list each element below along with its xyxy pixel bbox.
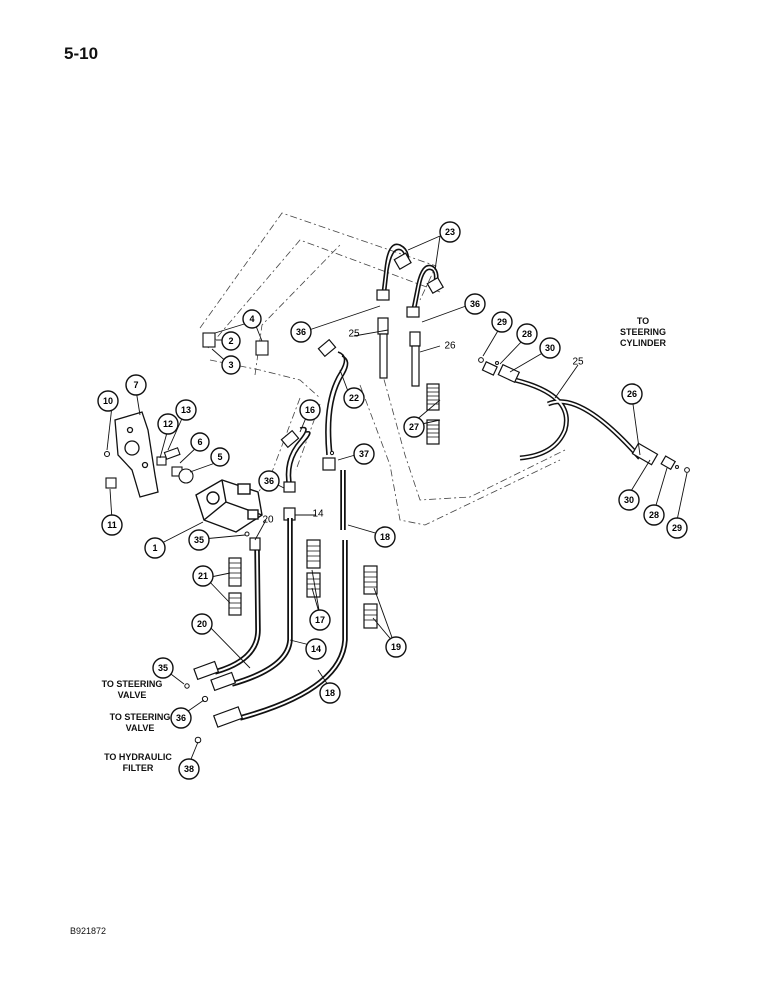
note-line: STEERING [619, 327, 666, 337]
callout-5: 5 [217, 452, 222, 462]
bracket-7 [114, 411, 159, 498]
note-line: TO HYDRAULIC [104, 752, 172, 762]
callout-28: 28 [649, 510, 659, 520]
note-line: VALVE [125, 723, 155, 733]
callout-36: 36 [264, 476, 274, 486]
hose-pieces-25-26 [377, 317, 421, 387]
callout-labels: 23 36 36 29 28 30 4 2 3 25 26 25 26 7 10… [103, 227, 682, 774]
callout-13: 13 [181, 405, 191, 415]
callout-1: 1 [152, 543, 157, 553]
callout-35: 35 [194, 535, 204, 545]
sleeves-27-hatching [427, 387, 439, 438]
callout-28: 28 [522, 329, 532, 339]
callout-bubbles [97, 221, 688, 780]
callout-37: 37 [359, 449, 369, 459]
label-14: 14 [312, 509, 324, 520]
note-to-hydraulic-filter: TO HYDRAULIC FILTER [90, 752, 186, 774]
note-line: CYLINDER [619, 338, 666, 348]
label-25: 25 [348, 329, 360, 340]
callout-36: 36 [470, 299, 480, 309]
callout-26: 26 [627, 389, 637, 399]
callout-29: 29 [672, 523, 682, 533]
tube-fittings-middle [280, 338, 337, 521]
callout-27: 27 [409, 422, 419, 432]
bracket-hardware [103, 447, 194, 489]
note-to-steering-valve: TO STEERING VALVE [84, 679, 180, 701]
figure-code: B921872 [70, 926, 107, 936]
callout-30: 30 [545, 343, 555, 353]
label-26: 26 [444, 341, 456, 352]
callout-20: 20 [197, 619, 207, 629]
callout-11: 11 [107, 520, 117, 530]
cylinder-hoses-inner [514, 379, 641, 459]
note-line: TO [636, 316, 650, 326]
callout-12: 12 [163, 419, 173, 429]
frame-fittings [202, 332, 269, 356]
cylinder-hoses [514, 377, 642, 461]
callout-22: 22 [349, 393, 359, 403]
callout-7: 7 [133, 380, 138, 390]
note-line: VALVE [117, 690, 147, 700]
callout-21: 21 [198, 571, 208, 581]
label-25: 25 [572, 357, 584, 368]
callout-38: 38 [184, 764, 194, 774]
note-line: TO STEERING [109, 712, 171, 722]
tube-fittings-top [376, 252, 445, 318]
callout-14: 14 [311, 644, 321, 654]
callout-36: 36 [176, 713, 186, 723]
steel-tubes-23 [381, 243, 439, 313]
page-number: 5-10 [64, 44, 99, 63]
callout-3: 3 [228, 360, 233, 370]
callout-36: 36 [296, 327, 306, 337]
callout-18: 18 [325, 688, 335, 698]
callout-2: 2 [228, 336, 233, 346]
callout-17: 17 [315, 615, 325, 625]
cylinder-fittings [481, 361, 677, 471]
callout-6: 6 [197, 437, 202, 447]
note-to-steering-valve: TO STEERING VALVE [92, 712, 188, 734]
small-seals-right [478, 357, 690, 473]
note-to-steering-cylinder: TO STEERING CYLINDER [598, 316, 688, 349]
callout-30: 30 [624, 495, 634, 505]
sleeves-27 [426, 383, 440, 445]
note-line: TO STEERING [101, 679, 163, 689]
callout-16: 16 [305, 405, 315, 415]
hose-end-fittings [193, 537, 261, 728]
callout-10: 10 [103, 396, 113, 406]
note-line: FILTER [122, 763, 154, 773]
label-20: 20 [262, 515, 274, 526]
callout-23: 23 [445, 227, 455, 237]
sleeves-21-17-19 [228, 539, 378, 629]
steel-tubes-16-22 [285, 351, 349, 489]
callout-4: 4 [249, 314, 254, 324]
callout-35: 35 [158, 663, 168, 673]
sleeve-hatching [229, 545, 377, 621]
callout-18: 18 [380, 532, 390, 542]
return-hoses-inner [214, 470, 346, 719]
steering-valve-1 [195, 479, 263, 533]
callout-29: 29 [497, 317, 507, 327]
callout-19: 19 [391, 642, 401, 652]
